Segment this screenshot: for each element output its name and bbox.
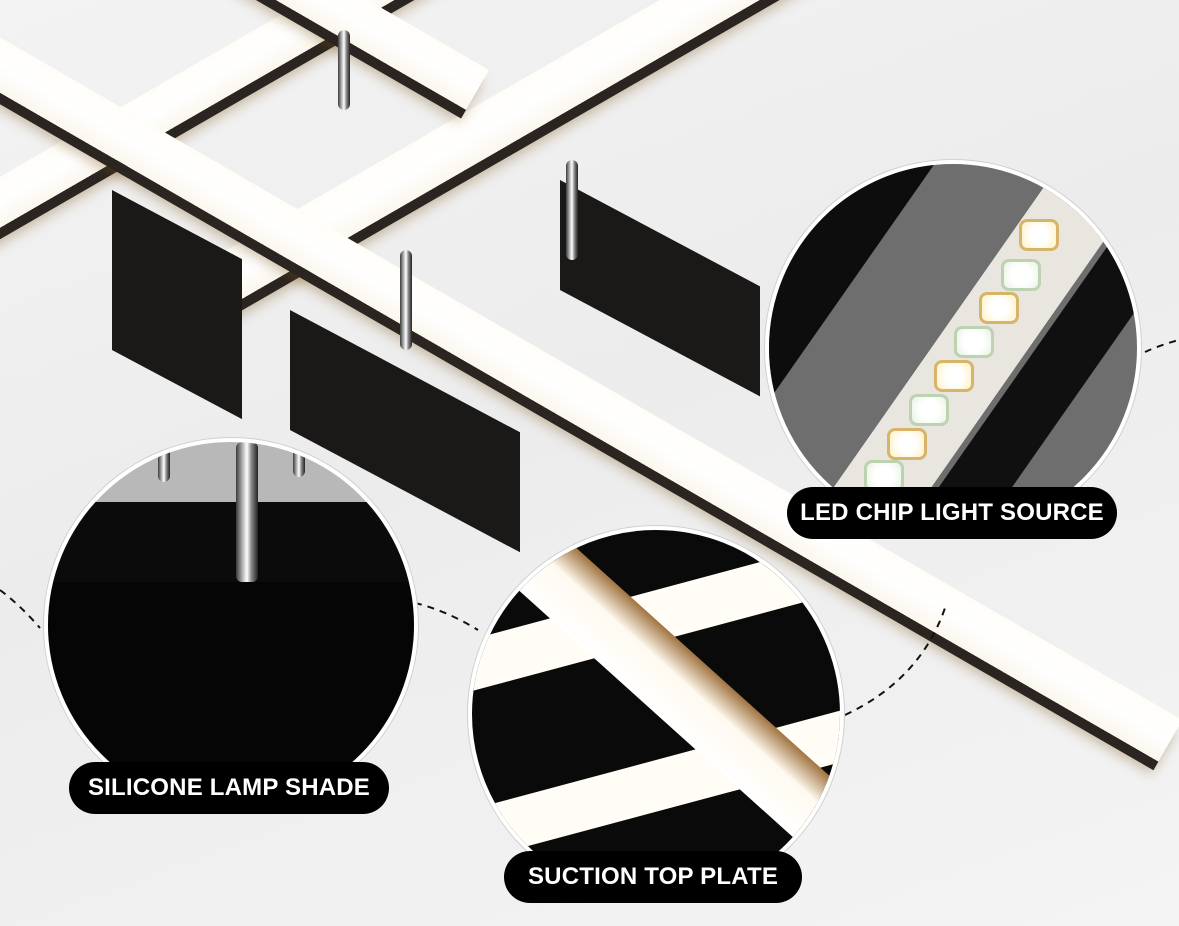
shade-closeup-circle	[44, 438, 418, 812]
led-chip	[909, 394, 949, 426]
led-chip	[934, 360, 974, 392]
plate-closeup-circle	[468, 526, 844, 902]
chrome-rod	[566, 160, 578, 260]
chrome-rod	[338, 30, 350, 110]
led-chip	[887, 428, 927, 460]
chrome-rod	[158, 442, 170, 482]
chrome-rod	[400, 250, 412, 350]
chrome-rod	[293, 442, 305, 477]
led-closeup-circle	[765, 160, 1141, 536]
led-chip	[979, 292, 1019, 324]
led-chip	[1019, 219, 1059, 251]
callout-label-led: LED CHIP LIGHT SOURCE	[787, 487, 1117, 539]
callout-label-plate: SUCTION TOP PLATE	[504, 851, 802, 903]
callout-label-shade: SILICONE LAMP SHADE	[69, 762, 389, 814]
led-chip	[1001, 259, 1041, 291]
chrome-rod	[236, 442, 258, 582]
led-chip	[954, 326, 994, 358]
